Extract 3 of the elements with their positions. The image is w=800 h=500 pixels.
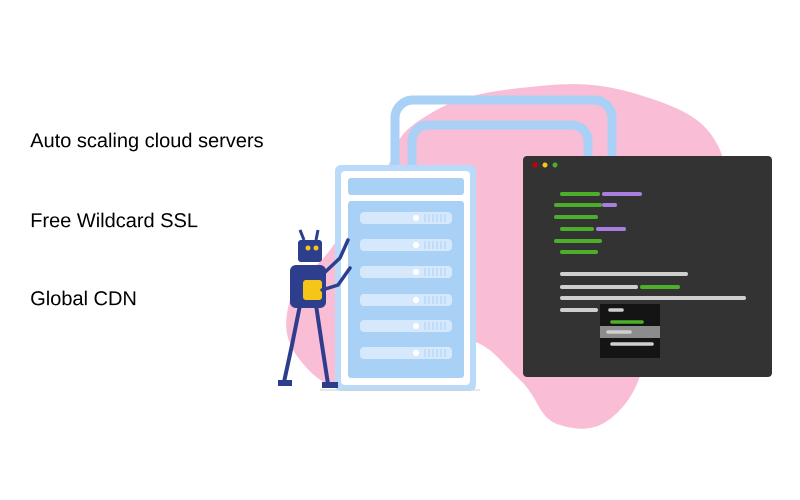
feature-label: Free Wildcard SSL (32, 212, 198, 228)
feature-label: Auto scaling cloud servers (30, 132, 263, 152)
feature-label: Global CDN (31, 290, 136, 306)
